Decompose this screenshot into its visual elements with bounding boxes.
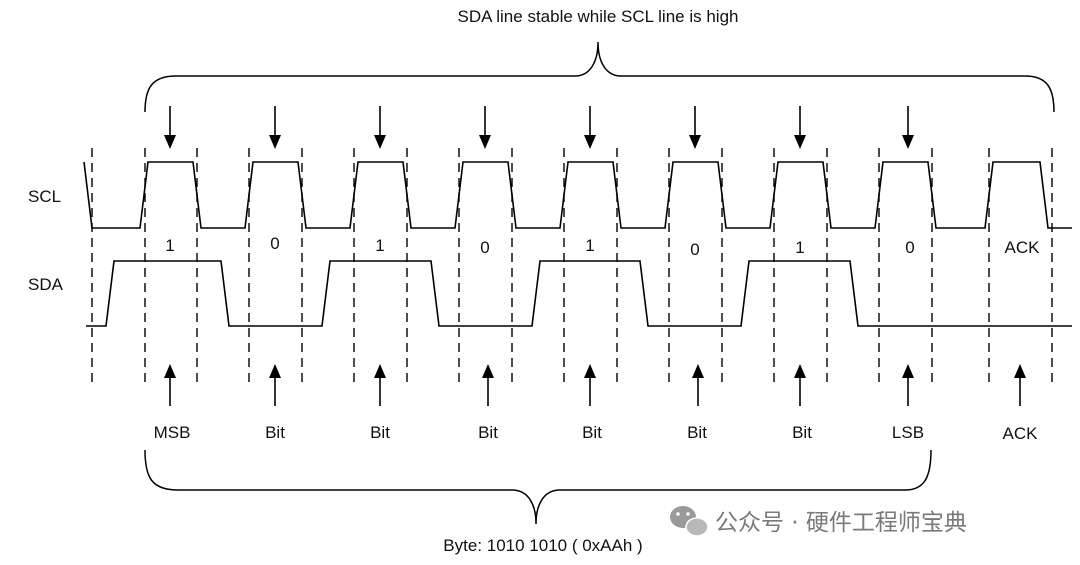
up-arrow-icon [902, 364, 914, 406]
up-arrow-icon [269, 364, 281, 406]
bit-value: 1 [795, 238, 804, 257]
up-arrow-icon [1014, 364, 1026, 406]
bit-label: Bit [370, 423, 390, 442]
up-arrow-icon [374, 364, 386, 406]
bottom-brace [144, 449, 932, 525]
down-arrow-icon [902, 106, 914, 149]
bit-value: 1 [375, 236, 384, 255]
bit-label: Bit [478, 423, 498, 442]
bit-labels: MSB Bit Bit Bit Bit Bit Bit LSB ACK [154, 423, 1039, 443]
sda-label: SDA [28, 275, 64, 294]
down-arrow-icon [689, 106, 701, 149]
bit-label: ACK [1003, 424, 1039, 443]
bit-label: MSB [154, 423, 191, 442]
top-brace [144, 41, 1055, 113]
up-arrow-icon [692, 364, 704, 406]
bit-label: Bit [687, 423, 707, 442]
down-arrow-icon [584, 106, 596, 149]
bit-value: 0 [480, 238, 489, 257]
bit-value: 1 [585, 236, 594, 255]
bit-value: 0 [690, 240, 699, 259]
dashed-guides [91, 148, 1053, 385]
down-arrow-icon [164, 106, 176, 149]
down-arrow-icon [479, 106, 491, 149]
down-arrow-icon [374, 106, 386, 149]
bit-label: Bit [792, 423, 812, 442]
down-arrow-icon [269, 106, 281, 149]
bit-label: LSB [892, 423, 924, 442]
diagram-title: SDA line stable while SCL line is high [458, 7, 739, 26]
bit-value: 0 [905, 238, 914, 257]
bit-value: 1 [165, 236, 174, 255]
bit-label: Bit [582, 423, 602, 442]
byte-label: Byte: 1010 1010 ( 0xAAh ) [443, 536, 642, 555]
up-arrow-icon [794, 364, 806, 406]
up-arrow-icon [482, 364, 494, 406]
scl-label: SCL [28, 187, 61, 206]
bit-values: 1 0 1 0 1 0 1 0 ACK [165, 234, 1040, 259]
bit-value: 0 [270, 234, 279, 253]
down-arrow-icon [794, 106, 806, 149]
scl-waveform [83, 161, 1072, 229]
up-arrow-icon [584, 364, 596, 406]
bit-label: Bit [265, 423, 285, 442]
up-arrow-icon [164, 364, 176, 406]
wechat-icon [670, 506, 709, 537]
bit-value: ACK [1005, 238, 1041, 257]
down-arrows [164, 106, 914, 149]
watermark: 公众号 · 硬件工程师宝典 [670, 506, 967, 537]
watermark-text: 公众号 · 硬件工程师宝典 [715, 510, 967, 536]
up-arrows [164, 364, 1026, 406]
sda-waveform [86, 260, 1072, 327]
